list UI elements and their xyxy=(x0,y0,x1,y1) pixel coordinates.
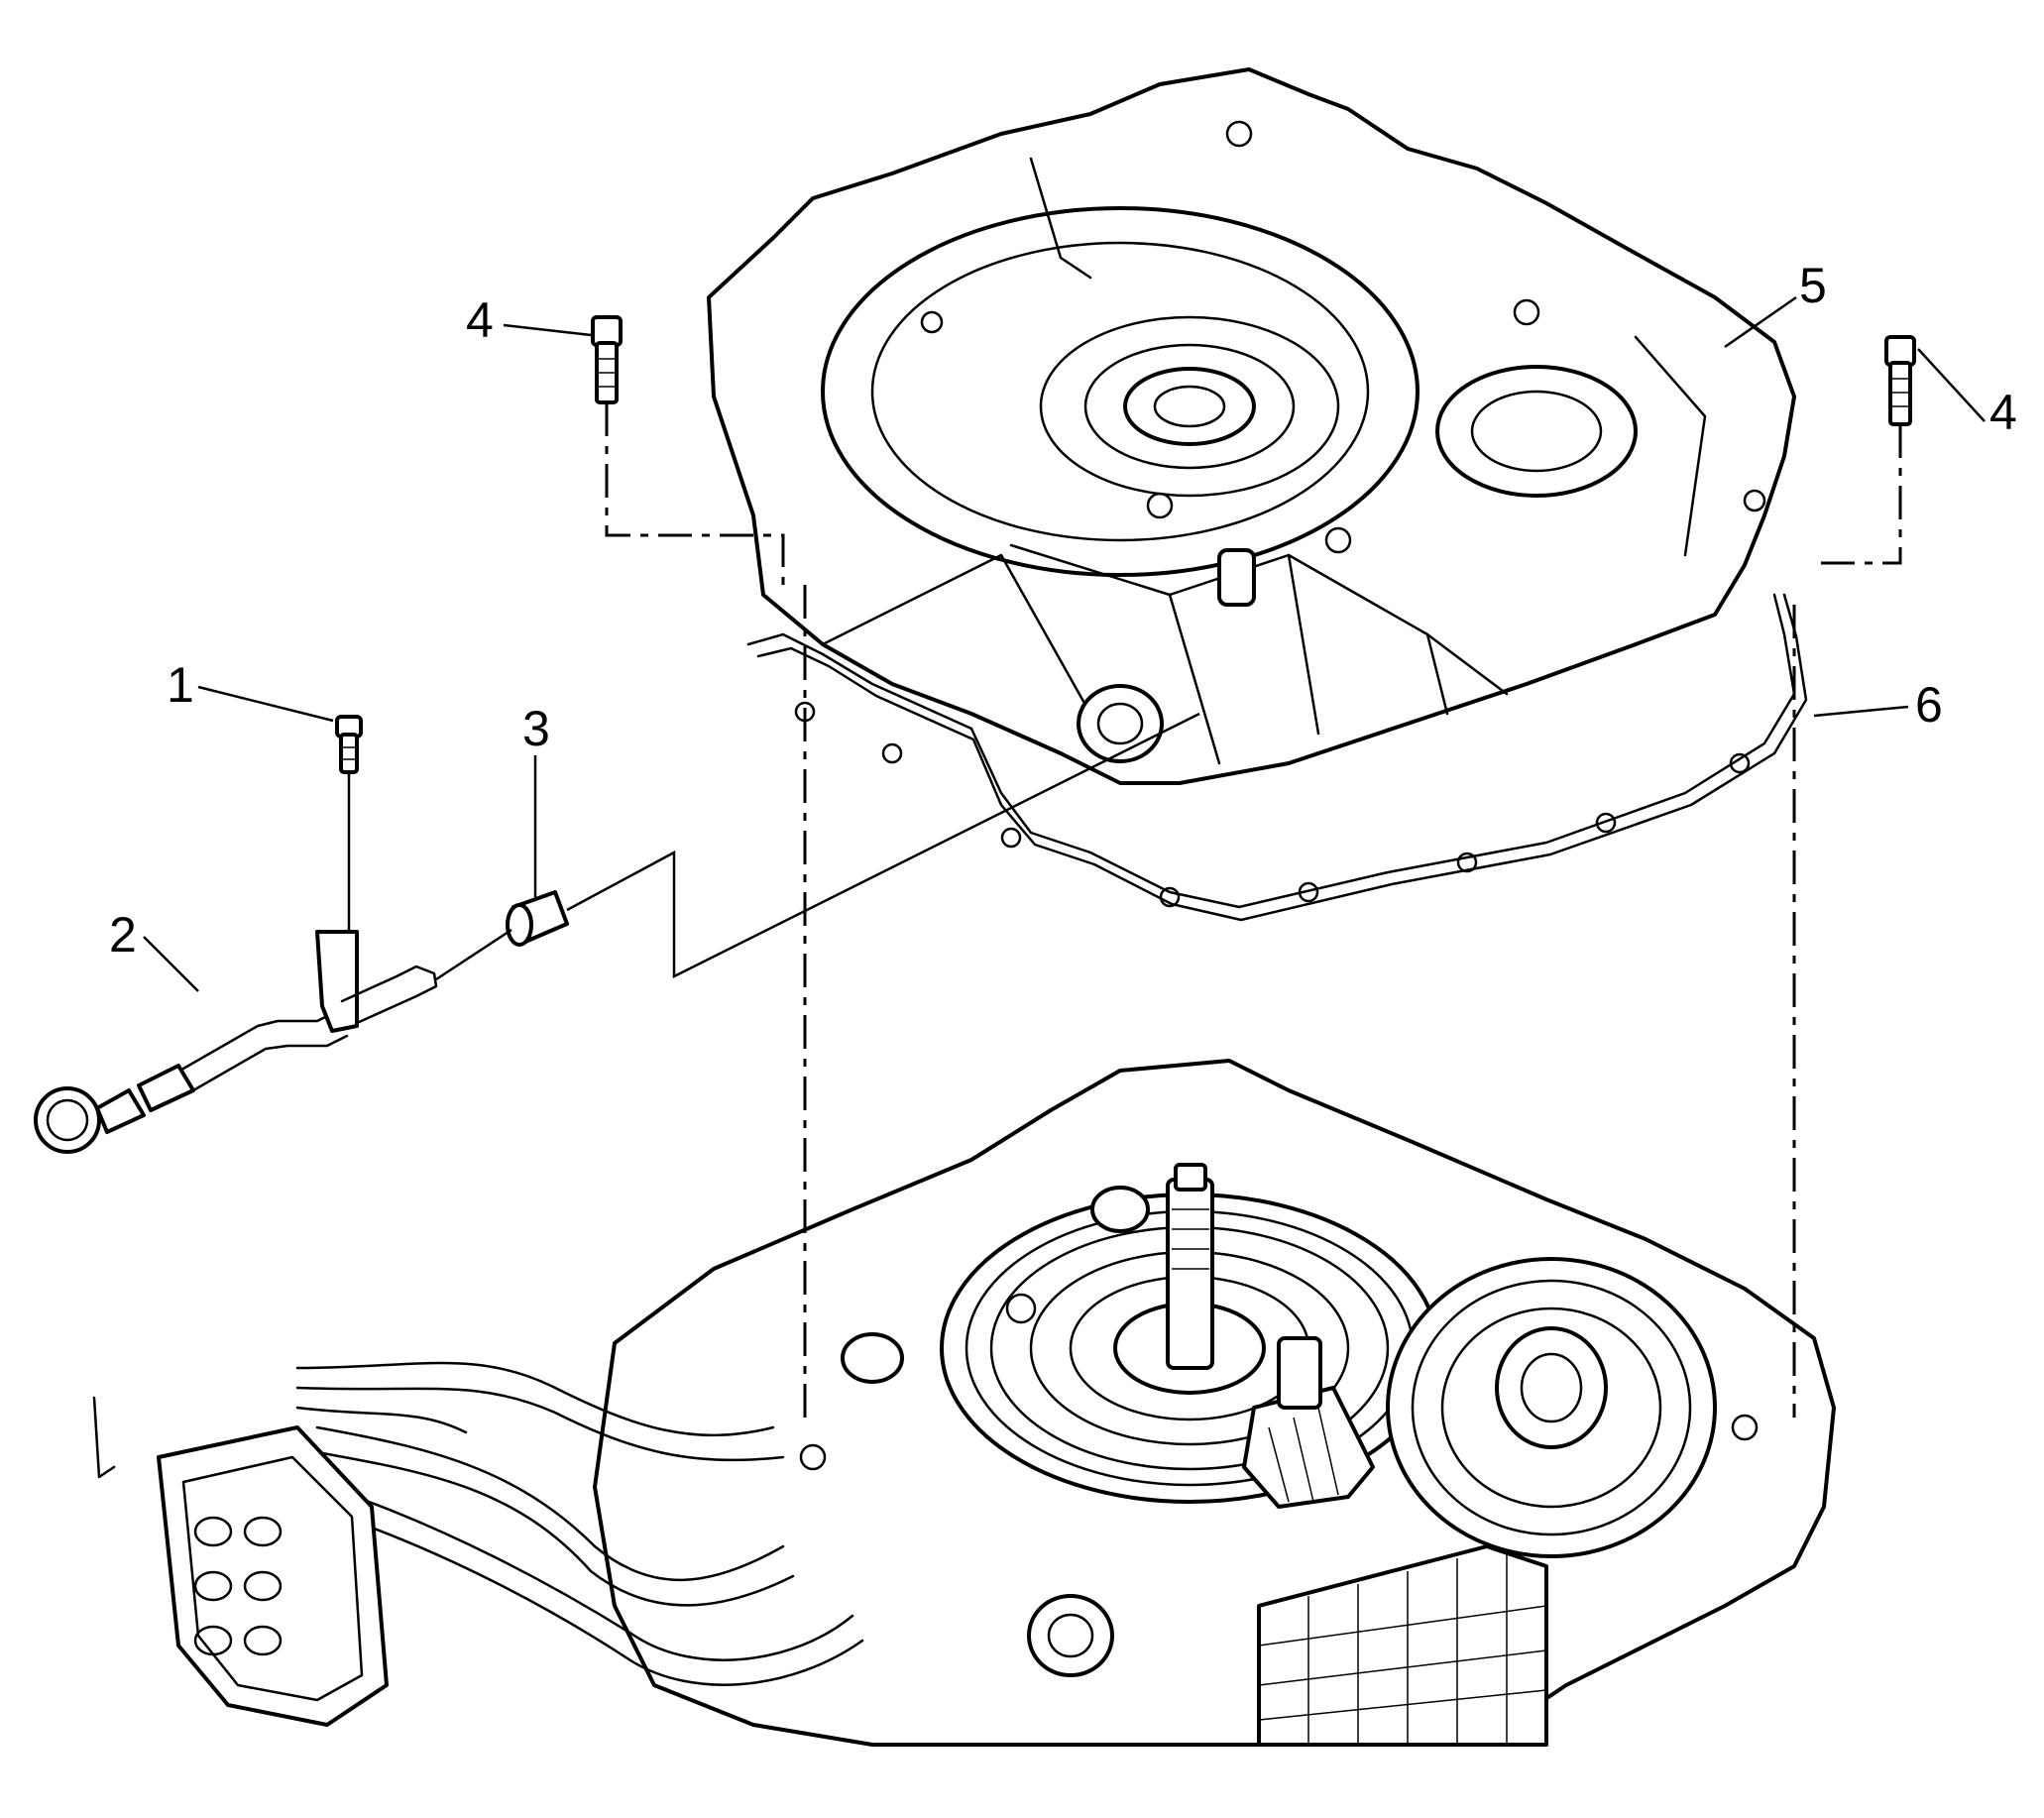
callout-2: 2 xyxy=(109,907,137,963)
callout-5: 5 xyxy=(1799,258,1827,313)
alignment-lines xyxy=(347,402,1902,1418)
case-bolt-right xyxy=(1884,335,1916,426)
callouts: 1 2 3 4 4 5 6 xyxy=(109,258,2017,992)
transmission-body xyxy=(593,1059,1836,1747)
callout-4-left: 4 xyxy=(466,292,494,348)
callout-6: 6 xyxy=(1915,677,1943,733)
case-bolt-left xyxy=(591,315,623,404)
dipstick-tube xyxy=(34,930,438,1154)
harness-connector xyxy=(92,1396,389,1727)
dipstick-tube-seal xyxy=(506,890,569,947)
wiring-harness xyxy=(295,1361,864,1686)
callout-4-right: 4 xyxy=(1989,385,2017,440)
case-gasket xyxy=(746,593,1808,922)
dipstick-bolt xyxy=(335,715,363,774)
case-housing xyxy=(707,67,1796,785)
callout-1: 1 xyxy=(167,657,194,713)
callout-3: 3 xyxy=(522,701,550,756)
